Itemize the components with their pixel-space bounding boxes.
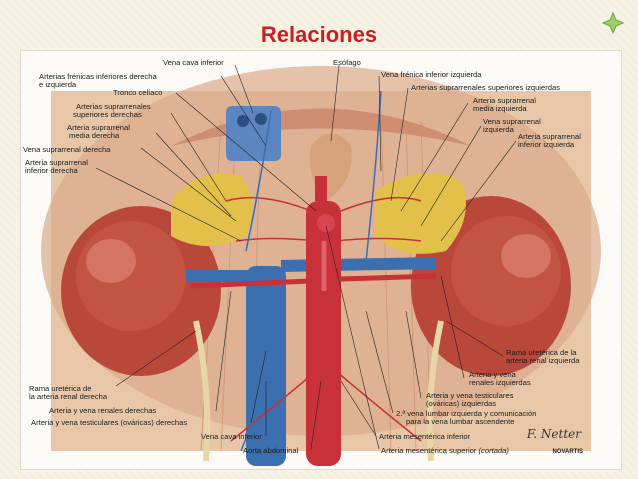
label-vena-suprarrenal-izq-line1: Vena suprarrenal bbox=[483, 117, 541, 126]
right-adrenal bbox=[171, 173, 253, 246]
anatomy-figure: Vena cava inferior Arterias frénicas inf… bbox=[20, 50, 622, 470]
label-suprarrenal-media-der-line1: Arteria suprarrenal bbox=[67, 123, 130, 132]
label-suprarrenal-media-izq-line1: Arteria suprarrenal bbox=[473, 96, 536, 105]
label-testiculares-izq-line1: Arteria y vena testiculares bbox=[426, 391, 514, 400]
label-vena-cava-inferior-bottom: Vena cava inferior bbox=[201, 432, 262, 441]
label-vena-suprarrenal-der: Vena suprarrenal derecha bbox=[23, 145, 111, 154]
slide-title: Relaciones bbox=[260, 22, 378, 47]
label-suprarrenales-sup-izq: Arterias suprarrenales superiores izquie… bbox=[411, 83, 560, 92]
label-frenicas-line2: e izquierda bbox=[39, 80, 77, 89]
label-suprarrenal-media-der-line2: media derecha bbox=[69, 131, 120, 140]
label-suprarrenales-sup-der-line1: Arterias suprarrenales bbox=[76, 102, 151, 111]
label-mesenterica-inf: Arteria mesentérica inferior bbox=[379, 432, 471, 441]
label-suprarrenal-inf-izq-line1: Arteria suprarrenal bbox=[518, 132, 581, 141]
label-rama-ureterica-izq-line2: arteria renal izquierda bbox=[506, 356, 580, 365]
abdominal-aorta bbox=[306, 176, 341, 466]
label-vena-suprarrenal-izq-line2: izquierda bbox=[483, 125, 514, 134]
right-kidney bbox=[61, 206, 221, 376]
label-renales-der: Arteria y vena renales derechas bbox=[49, 406, 157, 415]
label-suprarrenales-sup-der-line2: superiores derechas bbox=[73, 110, 142, 119]
label-suprarrenal-inf-izq-line2: inferior izquierda bbox=[518, 140, 575, 149]
publisher-stamp: NOVARTIS bbox=[552, 449, 583, 455]
label-rama-ureterica-izq-line1: Rama uretérica de la bbox=[506, 348, 577, 357]
label-rama-ureterica-der-line2: la arteria renal derecha bbox=[29, 392, 108, 401]
label-rama-ureterica-der-line1: Rama uretérica de bbox=[29, 384, 92, 393]
left-adrenal bbox=[376, 173, 466, 254]
label-esofago: Esófago bbox=[333, 58, 361, 67]
label-vena-cava-inferior-top: Vena cava inferior bbox=[163, 58, 224, 67]
label-renales-izq-line2: renales izquierdas bbox=[469, 378, 531, 387]
label-lumbar-line2: para la vena lumbar ascendente bbox=[406, 417, 515, 426]
label-suprarrenal-inf-der-line2: inferior derecha bbox=[25, 166, 78, 175]
label-mesenterica-sup-text: Arteria mesentérica superior bbox=[381, 446, 477, 455]
artist-signature: F. Netter bbox=[526, 427, 581, 441]
label-frenicas-line1: Arterias frénicas inferiores derecha bbox=[39, 72, 157, 81]
corner-decoration bbox=[602, 12, 624, 34]
label-testiculares-der: Arteria y vena testiculares (ováricas) d… bbox=[31, 418, 188, 427]
label-mesenterica-sup: Arteria mesentérica superior (cortada) bbox=[381, 447, 509, 455]
label-testiculares-izq-line2: (ováricas) izquierdas bbox=[426, 399, 497, 408]
inferior-vena-cava bbox=[226, 106, 286, 466]
label-tronco-celiaco: Tronco celíaco bbox=[113, 88, 163, 97]
label-mesenterica-sup-note: (cortada) bbox=[478, 446, 509, 455]
label-frenica-izq: Vena frénica inferior izquierda bbox=[381, 70, 482, 79]
label-suprarrenal-inf-der-line1: Arteria suprarrenal bbox=[25, 158, 88, 167]
label-lumbar-line1: 2.ª vena lumbar izquierda y comunicación bbox=[396, 409, 537, 418]
label-suprarrenal-media-izq-line2: media izquierda bbox=[473, 104, 527, 113]
label-aorta-abdominal: Aorta abdominal bbox=[243, 446, 299, 455]
label-renales-izq-line1: Arteria y vena bbox=[469, 370, 516, 379]
anatomy-illustration bbox=[41, 64, 601, 466]
leader-lines bbox=[95, 64, 517, 450]
